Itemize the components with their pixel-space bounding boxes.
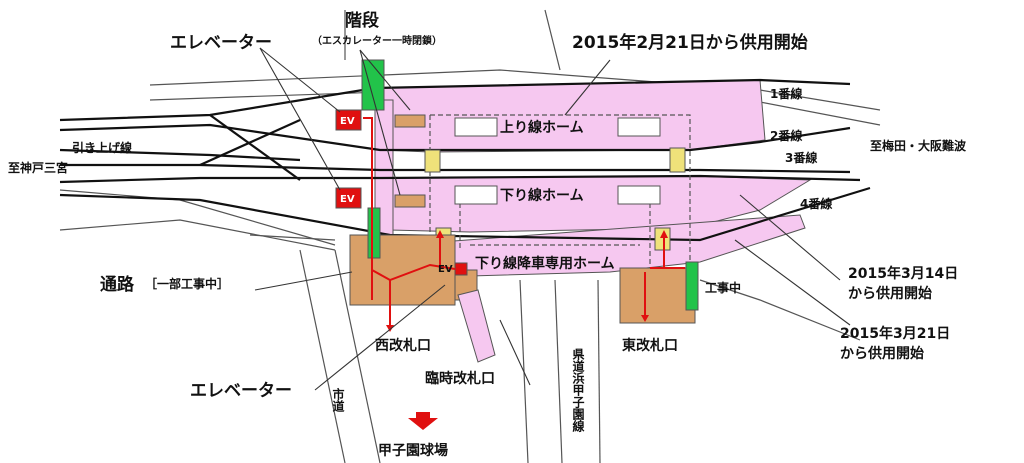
up-platform-label: 上り線ホーム [500, 119, 584, 136]
leader-lines [254, 47, 851, 391]
track-6 [209, 114, 301, 181]
track-3 [60, 163, 851, 174]
pull-up-track-label: 引き上げ線 [72, 140, 132, 155]
elevators [335, 109, 468, 276]
stairs-note-label: （エスカレーター一時閉鎖） [312, 34, 442, 47]
stair-marks [454, 117, 661, 205]
open-0321-line2: から供用開始 [840, 345, 924, 362]
temp-gate-label: 臨時改札口 [425, 370, 495, 387]
west-gate-label: 西改札口 [375, 337, 431, 354]
passage-note-label: ［一部工事中］ [145, 276, 229, 291]
red-arrowheads [386, 230, 668, 430]
passage-label: 通路 [100, 274, 135, 295]
alight-platform-label: 下り線降車専用ホーム [475, 255, 615, 272]
city-road-label: 市道 [331, 387, 345, 413]
ev-mid [335, 187, 362, 209]
construction-label: 工事中 [705, 280, 741, 295]
open-0314-line2: から供用開始 [848, 285, 932, 302]
track3-label: 3番線 [785, 150, 817, 165]
ev-small [454, 262, 468, 276]
ev-top [335, 109, 362, 131]
track-7 [199, 118, 301, 167]
track1-label: 1番線 [770, 86, 802, 101]
up-platform-shape [374, 79, 766, 153]
roads [59, 9, 881, 463]
to-umeda-label: 至梅田・大阪難波 [870, 138, 967, 153]
track-2 [59, 123, 851, 152]
track2-label: 2番線 [770, 128, 802, 143]
stadium-label: 甲子園球場 [378, 442, 448, 459]
ev-mid-label: EV [340, 194, 355, 205]
east-gate-label: 東改札口 [622, 337, 678, 354]
temp-gate-stairs [457, 289, 496, 363]
east-gate-building [619, 267, 696, 324]
stairs-label: 階段 [345, 10, 379, 31]
elevator-bottom-label: エレベーター [190, 381, 292, 401]
ev-top-label: EV [340, 116, 355, 127]
open-0314-line1: 2015年3月14日 [848, 265, 958, 282]
open-0321-line1: 2015年3月21日 [840, 325, 950, 342]
elevator-top-label: エレベーター [170, 33, 272, 53]
ev-small-label: EV [438, 264, 453, 275]
pref-road-label: 県道浜甲子園線 [571, 348, 585, 433]
to-kobe-label: 至神戸三宮 [8, 160, 68, 175]
red-paths [363, 117, 685, 325]
stadium-arrow [408, 412, 438, 430]
track4-label: 4番線 [800, 196, 832, 211]
open-0221-label: 2015年2月21日から供用開始 [572, 32, 808, 53]
down-platform-label: 下り線ホーム [500, 187, 584, 204]
track-4 [59, 174, 861, 184]
